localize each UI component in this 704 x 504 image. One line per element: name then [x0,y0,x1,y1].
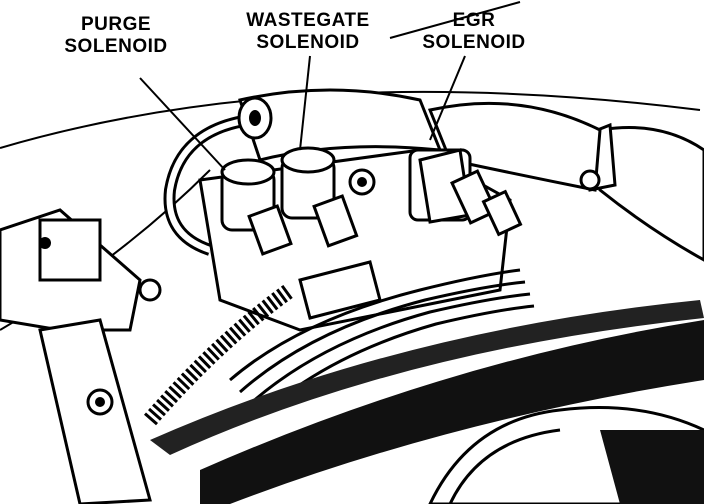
bracket-block [38,218,102,282]
wastegate-solenoid [280,146,336,220]
egr-label-line1: EGR [452,10,496,31]
connector-tube [298,260,382,320]
top-divider-line [389,1,521,39]
wastegate-solenoid-label: WASTEGATE SOLENOID [238,10,378,54]
electrical-connectors [247,169,523,256]
clamp-screw [579,169,601,191]
wastegate-label-line1: WASTEGATE [246,10,370,31]
hose-left-section [427,101,602,192]
lower-dark-strip-2 [150,300,704,455]
bottom-right-dark [600,430,704,504]
wastegate-label-line2: SOLENOID [256,32,360,53]
bracket-bolt-upper [138,278,162,302]
purge-label-line1: PURGE [80,14,152,35]
purge-solenoid-label: PURGE SOLENOID [60,14,172,58]
purge-label-line2: SOLENOID [64,36,168,57]
corrugated-conduit [143,283,295,426]
egr-label-line2: SOLENOID [422,32,526,53]
lower-dark-strip [200,320,704,504]
leader-lines [139,55,466,171]
intake-hose [598,126,704,262]
egr-solenoid-label: EGR SOLENOID [416,10,532,54]
vacuum-line-inner [166,117,251,253]
